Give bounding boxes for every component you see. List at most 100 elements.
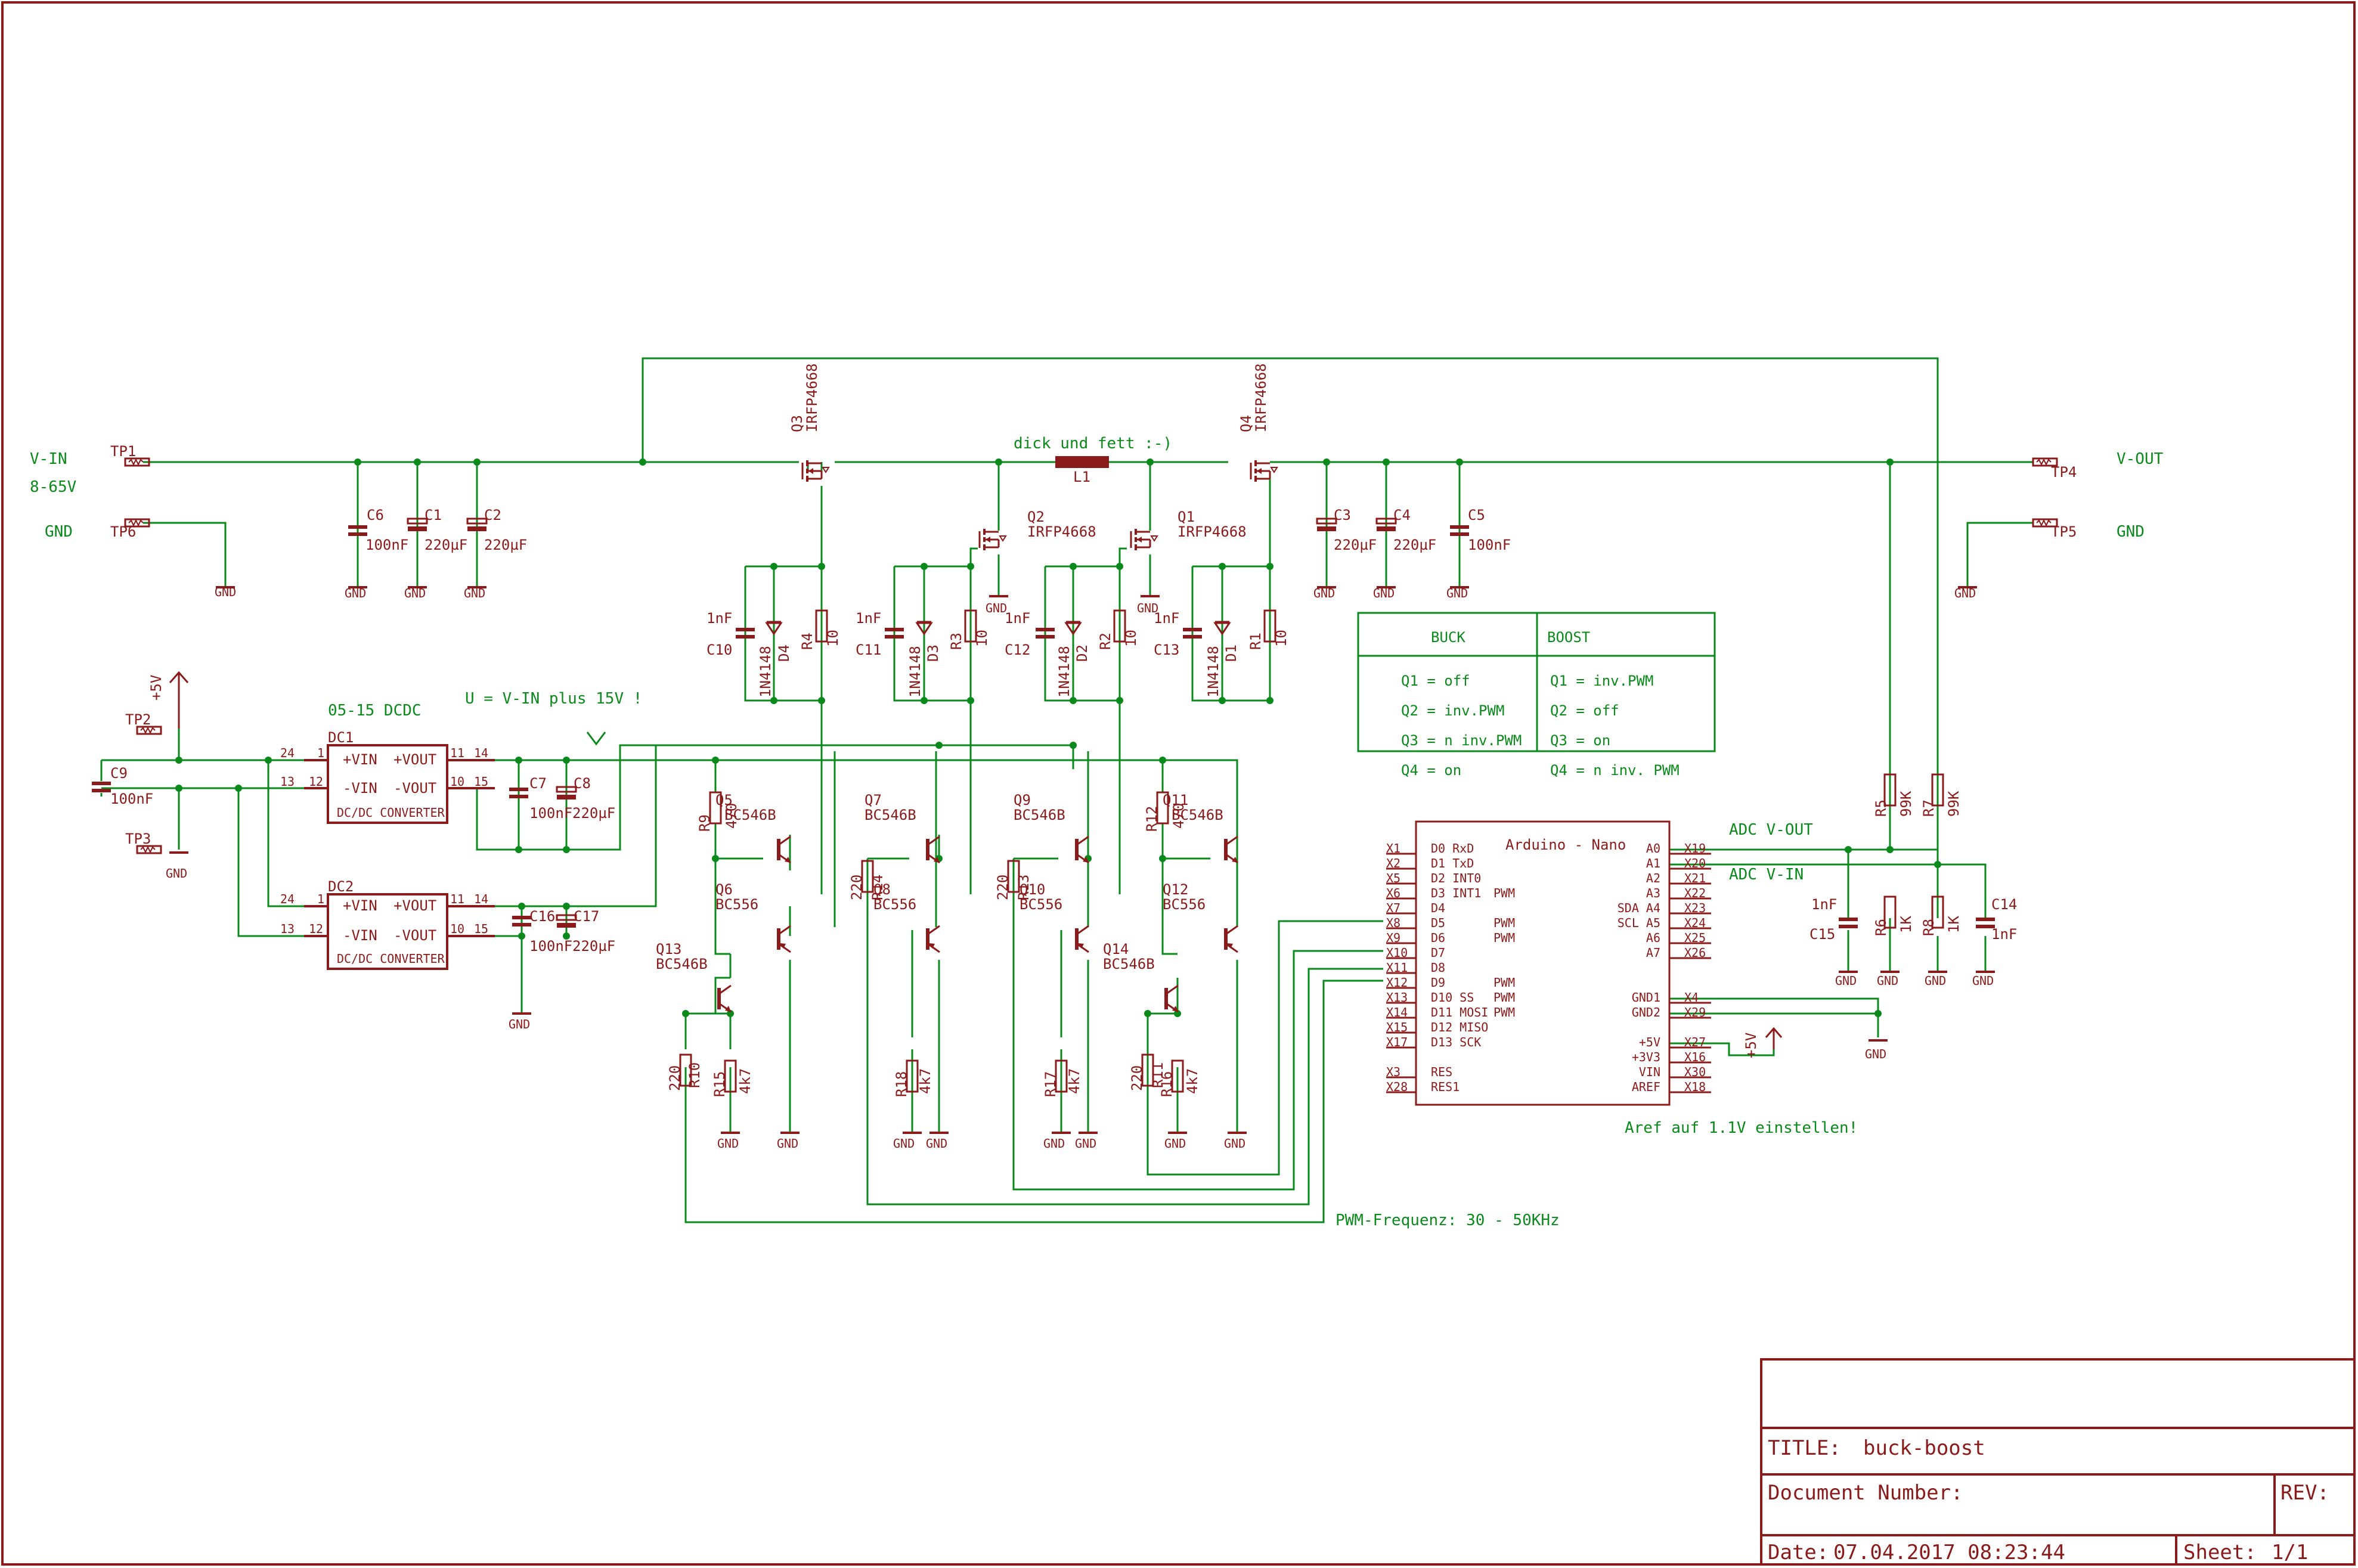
svg-text:Q2 = inv.PWM: Q2 = inv.PWM bbox=[1401, 702, 1504, 719]
capacitor-c9 bbox=[92, 783, 111, 791]
svg-text:4k7: 4k7 bbox=[737, 1068, 754, 1094]
net-label-vin: V-IN bbox=[30, 450, 67, 468]
svg-text:13: 13 bbox=[280, 922, 295, 936]
net-label-plus5v: +5V bbox=[1743, 1033, 1759, 1058]
svg-text:Q4 = on: Q4 = on bbox=[1401, 762, 1461, 779]
title-label: TITLE: bbox=[1768, 1436, 1841, 1460]
net-label-gnd-out: GND bbox=[2117, 523, 2145, 541]
arduino-pin-name: GND2 bbox=[1632, 1005, 1660, 1019]
arduino-pin-name: A3 bbox=[1646, 886, 1660, 900]
svg-text:C1: C1 bbox=[424, 507, 442, 523]
mosfet-q3 bbox=[801, 459, 830, 483]
svg-text:DC2: DC2 bbox=[328, 878, 354, 895]
vcc-arrow-icon bbox=[169, 671, 189, 729]
mosfet-q4 bbox=[1250, 459, 1278, 483]
arduino-pin-name: GND1 bbox=[1632, 990, 1660, 1005]
arduino-pwm-tag: PWM bbox=[1493, 931, 1515, 945]
svg-text:Q9: Q9 bbox=[1014, 792, 1031, 808]
svg-text:Q2 = off: Q2 = off bbox=[1550, 702, 1619, 719]
svg-text:GND: GND bbox=[1835, 974, 1857, 988]
svg-text:1nF: 1nF bbox=[1005, 610, 1030, 627]
svg-text:1N4148: 1N4148 bbox=[757, 646, 774, 698]
net-label-vin-range: 8-65V bbox=[30, 478, 76, 496]
arduino-pin-name: D2 INT0 bbox=[1431, 871, 1481, 885]
svg-text:220: 220 bbox=[1129, 1065, 1145, 1091]
svg-text:GND: GND bbox=[1877, 974, 1898, 988]
capacitor-c15 bbox=[1839, 919, 1858, 926]
svg-text:DC/DC CONVERTER: DC/DC CONVERTER bbox=[337, 805, 445, 820]
mode-table bbox=[1357, 612, 1716, 752]
arduino-pin-name: RES bbox=[1431, 1065, 1452, 1079]
svg-text:+VOUT: +VOUT bbox=[393, 751, 436, 768]
svg-text:Q12: Q12 bbox=[1163, 881, 1188, 898]
svg-text:1nF: 1nF bbox=[856, 610, 881, 627]
svg-text:IRFP4668: IRFP4668 bbox=[1027, 523, 1096, 540]
svg-text:Q13: Q13 bbox=[656, 941, 681, 957]
svg-text:GND: GND bbox=[777, 1136, 798, 1151]
note-dcdc-label: 05-15 DCDC bbox=[328, 702, 422, 720]
table-header-boost: BOOST bbox=[1547, 629, 1590, 646]
svg-text:BC556: BC556 bbox=[715, 896, 758, 913]
svg-text:BC546B: BC546B bbox=[865, 807, 916, 823]
svg-text:Q1 = inv.PWM: Q1 = inv.PWM bbox=[1550, 673, 1653, 689]
mosfet-q2 bbox=[978, 528, 1007, 551]
svg-text:D4: D4 bbox=[776, 644, 792, 662]
svg-text:Q1: Q1 bbox=[1178, 509, 1195, 525]
svg-text:GND: GND bbox=[215, 585, 236, 599]
arduino-pwm-tag: PWM bbox=[1493, 1005, 1515, 1019]
svg-text:24: 24 bbox=[280, 746, 295, 760]
svg-text:DC/DC CONVERTER: DC/DC CONVERTER bbox=[337, 952, 445, 966]
arduino-pin-name: A6 bbox=[1646, 931, 1660, 945]
svg-text:14: 14 bbox=[474, 892, 488, 906]
svg-text:1nF: 1nF bbox=[1154, 610, 1179, 627]
note-aref: Aref auf 1.1V einstellen! bbox=[1625, 1119, 1858, 1137]
svg-text:GND: GND bbox=[404, 586, 426, 600]
svg-text:220: 220 bbox=[848, 875, 865, 900]
svg-text:R18: R18 bbox=[893, 1071, 910, 1097]
svg-text:GND: GND bbox=[1373, 586, 1395, 600]
arduino-pin-name: SCL A5 bbox=[1618, 916, 1660, 930]
svg-text:Q3 = on: Q3 = on bbox=[1550, 732, 1610, 749]
svg-text:C9: C9 bbox=[110, 765, 128, 782]
net-label-adc-vout: ADC V-OUT bbox=[1729, 821, 1813, 839]
svg-text:C14: C14 bbox=[1991, 896, 2017, 913]
svg-text:C3: C3 bbox=[1334, 507, 1351, 523]
svg-text:R16: R16 bbox=[1158, 1071, 1175, 1097]
svg-text:1N4148: 1N4148 bbox=[1205, 646, 1222, 698]
svg-text:1: 1 bbox=[317, 892, 324, 906]
svg-text:GND: GND bbox=[1043, 1136, 1065, 1151]
svg-text:220µF: 220µF bbox=[572, 938, 615, 955]
svg-text:100nF: 100nF bbox=[1468, 537, 1511, 553]
title-block bbox=[1760, 1358, 2356, 1566]
svg-text:D3: D3 bbox=[925, 644, 941, 662]
arduino-pwm-tag: PWM bbox=[1493, 916, 1515, 930]
svg-text:10: 10 bbox=[1123, 630, 1139, 647]
mosfet-q1 bbox=[1130, 528, 1158, 551]
svg-text:D2: D2 bbox=[1074, 644, 1090, 662]
svg-text:13: 13 bbox=[280, 774, 295, 789]
svg-text:GND: GND bbox=[1972, 974, 1994, 988]
arduino-pin-name: +5V bbox=[1639, 1035, 1660, 1049]
svg-text:C15: C15 bbox=[1809, 926, 1835, 943]
net-label-plus5v: +5V bbox=[148, 675, 165, 701]
svg-text:GND: GND bbox=[717, 1136, 739, 1151]
arduino-pin-name: +3V3 bbox=[1632, 1050, 1660, 1064]
svg-text:GND: GND bbox=[1075, 1136, 1096, 1151]
svg-text:DC1: DC1 bbox=[328, 729, 354, 746]
svg-text:1nF: 1nF bbox=[707, 610, 732, 627]
svg-text:TP4: TP4 bbox=[2051, 464, 2077, 481]
svg-text:BC546B: BC546B bbox=[1014, 807, 1065, 823]
svg-text:220: 220 bbox=[994, 875, 1011, 900]
title-block-text: TITLE: buck-boost Document Number: REV: … bbox=[1768, 1436, 2329, 1564]
svg-text:R13: R13 bbox=[1015, 875, 1032, 900]
svg-text:10: 10 bbox=[450, 774, 464, 789]
svg-text:C10: C10 bbox=[707, 642, 732, 658]
svg-text:C2: C2 bbox=[484, 507, 501, 523]
svg-text:BC556: BC556 bbox=[1020, 896, 1062, 913]
arduino-pin-name: D9 bbox=[1431, 975, 1445, 990]
svg-text:D1: D1 bbox=[1223, 644, 1240, 662]
transistor-q6 bbox=[779, 926, 791, 952]
svg-text:TP2: TP2 bbox=[125, 711, 151, 728]
